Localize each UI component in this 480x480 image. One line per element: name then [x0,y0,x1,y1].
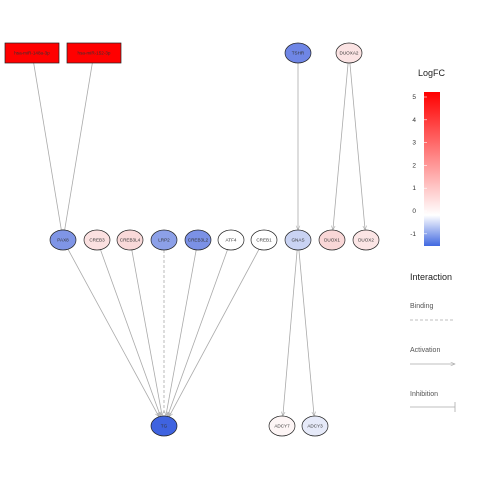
node-label: LRP2 [158,238,170,243]
node-pax8[interactable]: PAX8 [49,229,77,251]
node-duoxa2[interactable]: DUOXA2 [335,42,363,64]
node-ellipse [284,229,312,251]
node-label: CREB3 [89,238,105,243]
colorbar-title: LogFC [418,68,446,78]
node-label: hsa-miR-152-3p [78,51,111,56]
node-label: CREB3L4 [120,238,141,243]
colorbar-tick-label: 3 [412,140,416,147]
nodes-layer: hsa-miR-148a-3p hsa-miR-152-3p TSHR DUOXA2P… [4,42,380,437]
node-ellipse [301,415,329,437]
activation-label: Activation [410,347,440,354]
node-label: ADCY3 [307,424,323,429]
node-label: TG [161,424,168,429]
node-hsa-mir-152-3p[interactable]: hsa-miR-152-3p [66,42,122,64]
node-label: hsa-miR-148a-3p [14,51,50,56]
node-label: DUOX2 [358,238,374,243]
inhibition-label: Inhibition [410,391,438,398]
node-ellipse [49,229,77,251]
node-label: ATF4 [226,238,237,243]
node-duox2[interactable]: DUOX2 [352,229,380,251]
node-label: CREB1 [256,238,272,243]
node-label: CREB3L2 [188,238,209,243]
edges-layer [33,62,365,417]
node-ellipse [335,42,363,64]
edge-activation [67,249,160,417]
node-ellipse [150,229,178,251]
interaction-title: Interaction [410,272,452,282]
node-ellipse [318,229,346,251]
node-creb3l4[interactable]: CREB3L4 [116,229,144,251]
node-tshr[interactable]: TSHR [284,42,312,64]
node-creb3l2[interactable]: CREB3L2 [184,229,212,251]
colorbar-tick-label: 1 [412,185,416,192]
node-ellipse [352,229,380,251]
node-tg[interactable]: TG [150,415,178,437]
node-label: TSHR [292,51,305,56]
node-creb3[interactable]: CREB3 [83,229,111,251]
edge-activation [131,249,162,416]
node-adcy7[interactable]: ADCY7 [268,415,296,437]
node-ellipse [268,415,296,437]
colorbar-ticks: 5 4 3 2 1 0 -1 [410,94,427,238]
colorbar-tick-label: 2 [412,162,416,169]
edge-activation [333,62,349,230]
node-ellipse [184,229,212,251]
edge-activation [283,249,298,416]
edge-activation [298,249,314,416]
node-label: ADCY7 [274,424,290,429]
edge-activation [166,249,197,416]
node-adcy3[interactable]: ADCY3 [301,415,329,437]
logfc-legend: LogFC 5 4 3 2 1 0 -1 [410,68,446,246]
node-ellipse [284,42,312,64]
interaction-legend: Interaction Binding Activation Inhibitio… [410,272,455,412]
colorbar-tick-label: 4 [412,117,416,124]
edge-activation [100,249,160,417]
colorbar-tick-label: 5 [412,94,416,101]
edge-activation [168,249,260,417]
node-ellipse [217,229,245,251]
binding-label: Binding [410,303,433,310]
node-ellipse [116,229,144,251]
node-ellipse [150,415,178,437]
colorbar-tick-label: -1 [410,231,416,238]
edge-inhibition [64,62,93,231]
node-label: DUOX1 [324,238,340,243]
node-lrp2[interactable]: LRP2 [150,229,178,251]
node-gnas[interactable]: GNAS [284,229,312,251]
colorbar-tick-label: 0 [412,208,416,215]
node-rect [4,42,60,64]
node-creb1[interactable]: CREB1 [250,229,278,251]
node-label: DUOXA2 [340,51,359,56]
node-hsa-mir-148a-3p[interactable]: hsa-miR-148a-3p [4,42,60,64]
edge-inhibition [33,62,62,231]
node-label: PAX8 [57,238,69,243]
colorbar [424,92,440,246]
node-duox1[interactable]: DUOX1 [318,229,346,251]
node-ellipse [250,229,278,251]
edge-activation [349,62,365,230]
edge-activation [167,249,228,417]
node-ellipse [83,229,111,251]
node-label: GNAS [291,238,304,243]
node-atf4[interactable]: ATF4 [217,229,245,251]
node-rect [66,42,122,64]
